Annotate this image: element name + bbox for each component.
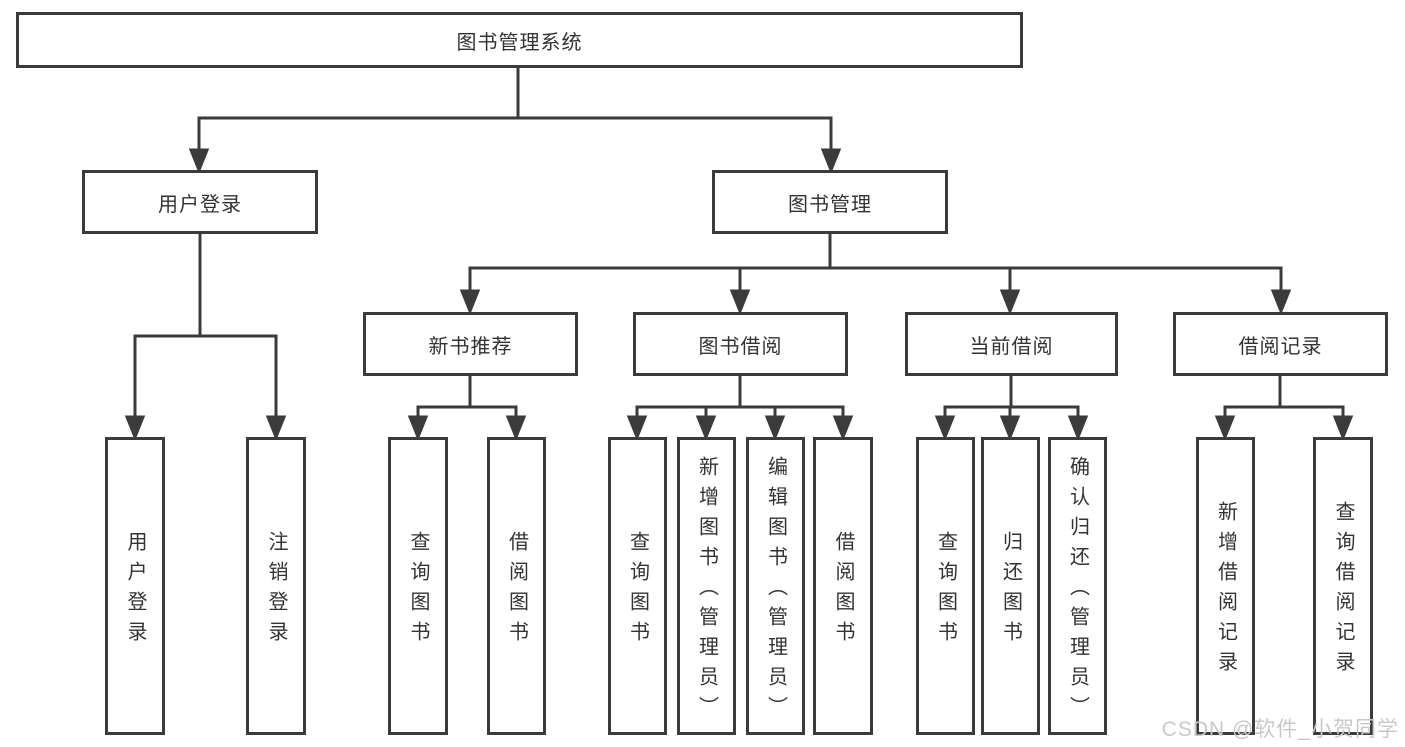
node-library-system: 图书管理系统	[16, 12, 1023, 68]
node-book-borrowing: 图书借阅	[633, 312, 848, 376]
leaf-search-books-recommend: 查询图书	[388, 437, 448, 735]
watermark: CSDN @软件_小贺同学	[1161, 718, 1399, 741]
leaf-borrow-books-borrowing: 借阅图书	[813, 437, 873, 735]
leaf-return-books: 归还图书	[981, 437, 1040, 735]
leaf-confirm-return-admin: 确认归还（管理员）	[1048, 437, 1107, 735]
leaf-user-login: 用户登录	[105, 437, 165, 735]
node-borrowing-records: 借阅记录	[1173, 312, 1388, 376]
node-new-book-recommend: 新书推荐	[363, 312, 578, 376]
connector-borrowing-records-to-children	[1214, 376, 1354, 442]
node-book-management: 图书管理	[712, 170, 948, 234]
connector-book-borrowing-to-children	[626, 376, 854, 442]
node-user-login: 用户登录	[82, 170, 318, 234]
leaf-search-books-borrowing: 查询图书	[608, 437, 667, 735]
leaf-borrow-books-recommend: 借阅图书	[487, 437, 546, 735]
leaf-search-books-current: 查询图书	[916, 437, 975, 735]
leaf-edit-books-admin: 编辑图书（管理员）	[746, 437, 805, 735]
leaf-add-borrow-record: 新增借阅记录	[1196, 437, 1255, 735]
connector-new-book-recommend-to-children	[407, 376, 527, 442]
connector-user-login-to-children	[124, 234, 287, 442]
connector-current-borrowing-to-children	[934, 376, 1089, 442]
leaf-search-borrow-record: 查询借阅记录	[1313, 437, 1373, 735]
leaf-add-books-admin: 新增图书（管理员）	[677, 437, 736, 735]
leaf-logout: 注销登录	[246, 437, 306, 735]
connector-root-to-level2	[188, 68, 842, 175]
connector-book-management-to-level3	[459, 234, 1292, 316]
node-current-borrowing: 当前借阅	[905, 312, 1118, 376]
